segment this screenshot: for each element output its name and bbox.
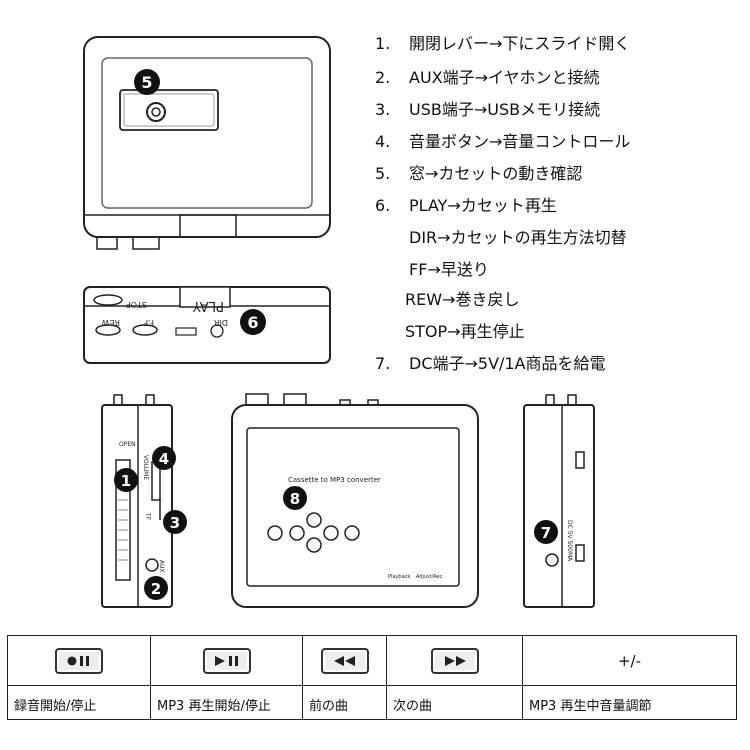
play-label: PLAY: [193, 298, 224, 313]
callout-2: 2: [144, 576, 168, 600]
table-cell: 録音開始/停止: [8, 686, 151, 720]
instruction-item: 5.窓→カセットの動き確認: [375, 164, 583, 183]
front-view-diagram: [83, 286, 331, 364]
svg-text:2: 2: [151, 580, 161, 598]
callout-4: 4: [152, 446, 176, 470]
record-pause-icon: [55, 647, 103, 674]
stop-label: STOP: [126, 300, 147, 309]
rew-label: REW: [101, 318, 120, 327]
svg-text:5: 5: [141, 73, 152, 92]
panel-view-diagram: [231, 393, 479, 608]
left-side-view-diagram: [101, 394, 173, 608]
instruction-item: 3.USB端子→USBメモリ接続: [375, 100, 601, 119]
callout-8: 8: [283, 486, 307, 510]
callout-5: 5: [134, 69, 160, 95]
table-header-cell: [8, 636, 151, 686]
volume-label: VOLUME: [142, 455, 149, 480]
table-cell: MP3 再生開始/停止: [151, 686, 303, 720]
front-view-labels: STOP REW F.F DIR PLAY: [101, 298, 228, 327]
panel-labels: Cassette to MP3 converter Playback Adjus…: [288, 476, 443, 580]
table-header-cell: [303, 636, 387, 686]
dc-label: DC 5V 500MA: [566, 520, 573, 562]
rewind-icon: [320, 647, 369, 674]
svg-text:3: 3: [170, 514, 180, 532]
adjust-label: Adjust/Rec: [416, 574, 443, 580]
aux-label: AUX: [158, 560, 165, 573]
instruction-item: 6.PLAY→カセット再生: [375, 196, 557, 215]
svg-text:4: 4: [159, 450, 169, 468]
instruction-item: 1.開閉レバー→下にスライド開く: [375, 34, 631, 53]
table-header-cell: +/-: [523, 636, 736, 686]
instruction-item: REW→巻き戻し: [405, 290, 520, 309]
tf-label: TF: [144, 512, 151, 521]
table-cell: MP3 再生中音量調節: [529, 699, 652, 714]
svg-text:8: 8: [290, 490, 300, 508]
instruction-item: DIR→カセットの再生方法切替: [409, 228, 627, 247]
button-function-table: +/- 録音開始/停止 MP3 再生開始/停止 前の曲 次の曲 MP3 再生中音…: [7, 635, 737, 720]
table-header-cell: [151, 636, 303, 686]
callout-6: 6: [240, 309, 266, 335]
fast-forward-icon: [430, 647, 479, 674]
svg-text:7: 7: [541, 524, 551, 542]
right-side-view-diagram: [523, 394, 595, 608]
instruction-item: FF→早送り: [409, 260, 489, 279]
callout-3: 3: [163, 510, 187, 534]
device-illustrations: STOP REW F.F DIR PLAY OPEN VOLUME TF AUX: [83, 36, 595, 608]
table-header-cell: [387, 636, 523, 686]
converter-label: Cassette to MP3 converter: [288, 476, 381, 484]
instruction-item: STOP→再生停止: [405, 322, 525, 341]
plus-minus-label: +/-: [617, 652, 642, 670]
instruction-item: 7.DC端子→5V/1A商品を給電: [375, 354, 606, 373]
dir-label: DIR: [213, 318, 228, 327]
svg-text:6: 6: [247, 313, 258, 332]
instruction-item: 2.AUX端子→イヤホンと接続: [375, 68, 600, 87]
top-view-diagram: [83, 36, 331, 250]
playback-label: Playback: [388, 574, 410, 580]
callout-7: 7: [534, 520, 558, 544]
open-label: OPEN: [119, 441, 136, 448]
left-side-ribs: [118, 499, 128, 561]
svg-text:1: 1: [121, 472, 131, 490]
ff-label: F.F: [143, 318, 154, 327]
callout-1: 1: [114, 468, 138, 492]
instruction-item: 4.音量ボタン→音量コントロール: [375, 132, 631, 151]
table-cell: 前の曲: [303, 686, 387, 720]
play-pause-icon: [202, 647, 251, 674]
table-cell: 次の曲: [387, 686, 523, 720]
left-side-labels: OPEN VOLUME TF AUX: [119, 441, 165, 573]
